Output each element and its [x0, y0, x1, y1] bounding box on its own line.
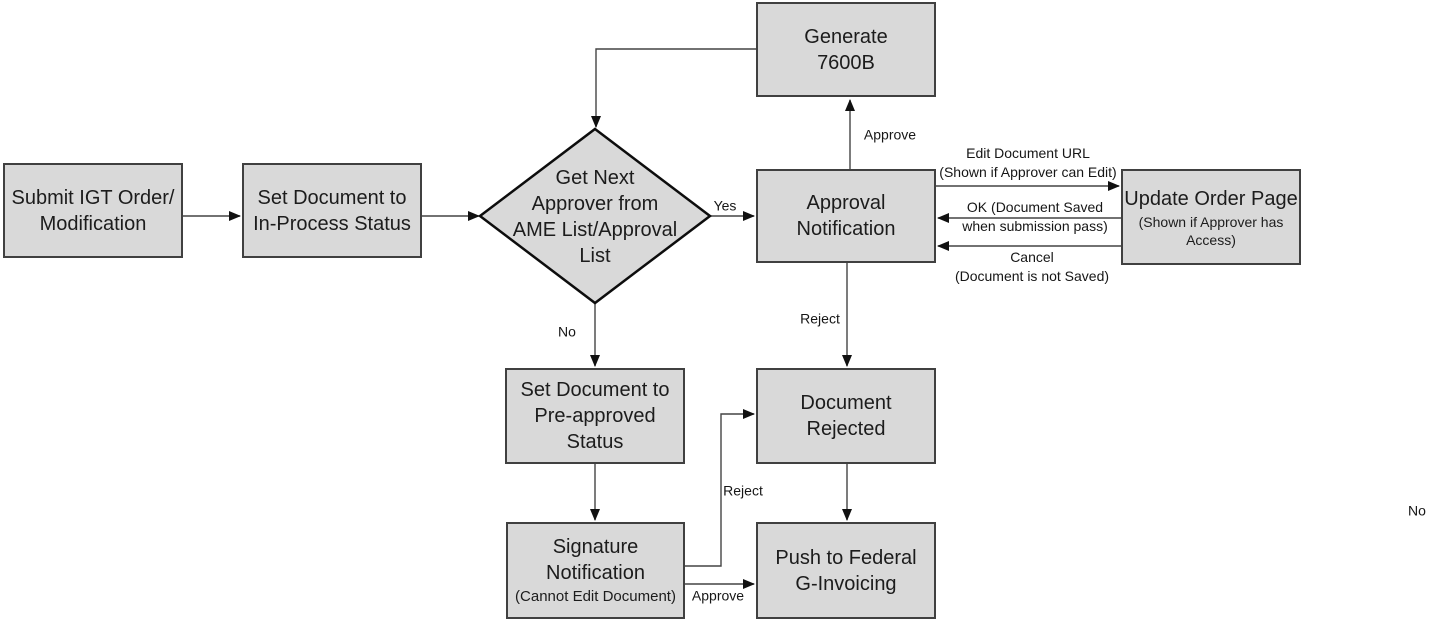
node-set-in-process-status: Set Document to In-Process Status — [242, 163, 422, 258]
edge-label-reject-lower: Reject — [723, 482, 763, 499]
node-generate-7600b: Generate 7600B — [756, 2, 936, 97]
edge-label-approve-lower: Approve — [691, 587, 745, 604]
node-approval-notification: Approval Notification — [756, 169, 936, 263]
edge-label-orphan-no: No — [1408, 502, 1426, 519]
node-label: Set Document to Pre-approved Status — [520, 379, 670, 453]
node-label: Approval Notification — [796, 192, 896, 240]
edge-label-approve-top: Approve — [863, 126, 917, 143]
edge-label-edit-document-url: Edit Document URL (Shown if Approver can… — [939, 145, 1117, 180]
node-submit-igt-order: Submit IGT Order/ Modification — [3, 163, 183, 258]
edge-label-cancel-not-saved: Cancel (Document is not Saved) — [954, 249, 1110, 284]
node-label: Update Order Page — [1124, 187, 1298, 210]
node-label: Submit IGT Order/ Modification — [11, 186, 175, 235]
node-label: Set Document to In-Process Status — [253, 186, 411, 235]
node-label: Signature Notification — [546, 536, 645, 584]
edge-label-ok-document-saved: OK (Document Saved when submission pass) — [962, 199, 1108, 234]
node-push-to-federal-g-invoicing: Push to Federal G-Invoicing — [756, 522, 936, 619]
edge-label-no: No — [558, 323, 576, 340]
edge-generate-to-decision-loop — [591, 48, 756, 128]
edge-label-reject-top: Reject — [800, 310, 840, 327]
node-label: Generate 7600B — [804, 25, 888, 74]
node-sublabel: (Cannot Edit Document) — [515, 588, 676, 605]
node-signature-notification: Signature Notification (Cannot Edit Docu… — [506, 522, 685, 619]
node-label: Push to Federal G-Invoicing — [775, 546, 917, 595]
node-label: Document Rejected — [800, 392, 892, 440]
node-update-order-page: Update Order Page (Shown if Approver has… — [1121, 169, 1301, 265]
decision-diamond — [477, 127, 713, 305]
node-document-rejected: Document Rejected — [756, 368, 936, 464]
edge-label-yes: Yes — [713, 197, 737, 214]
node-sublabel: (Shown if Approver has Access) — [1138, 213, 1284, 248]
edge-signature-reject — [685, 409, 755, 567]
node-set-pre-approved-status: Set Document to Pre-approved Status — [505, 368, 685, 464]
decision-diamond-label: Get Next Approver from AME List/Approval… — [512, 167, 678, 267]
